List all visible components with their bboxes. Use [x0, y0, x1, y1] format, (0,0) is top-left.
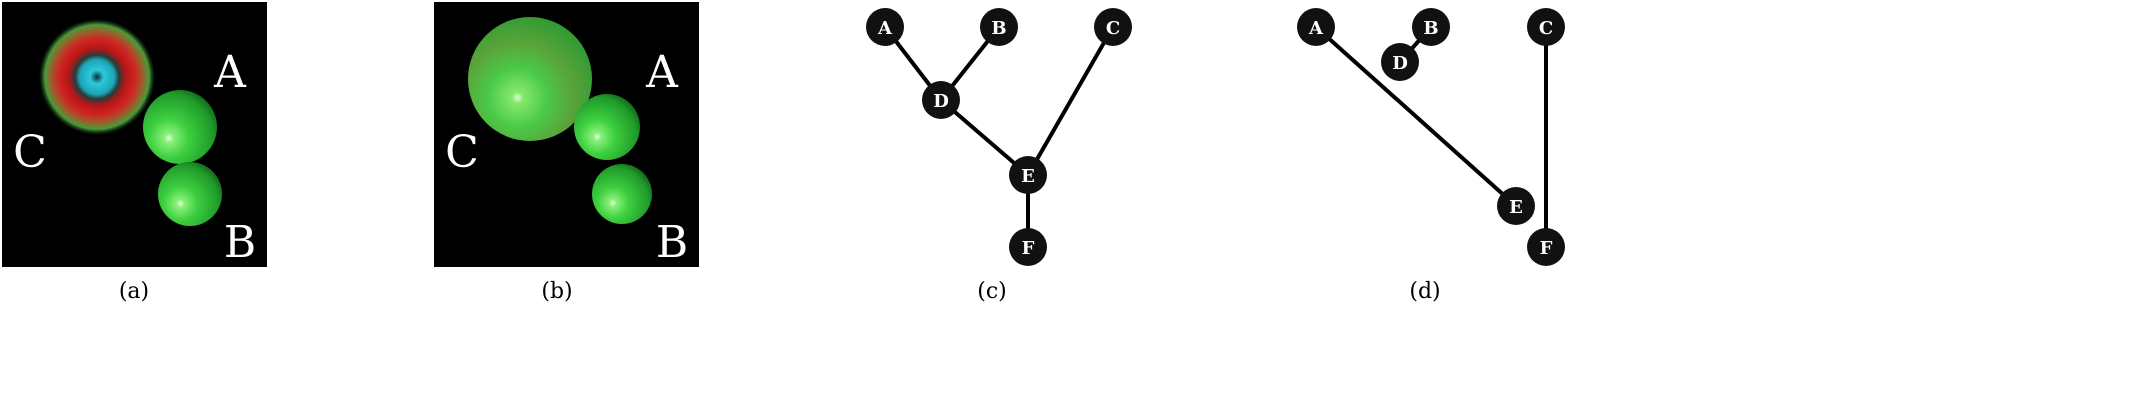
- edge-a-e: [1314, 25, 1518, 208]
- node-a-label: A: [1308, 18, 1324, 39]
- node-f-label: F: [1540, 238, 1553, 259]
- node-d-label: D: [933, 91, 949, 112]
- node-b: B: [980, 8, 1018, 46]
- node-e: E: [1497, 187, 1535, 225]
- big-sphere-c: [468, 17, 592, 141]
- node-b: B: [1412, 8, 1450, 46]
- node-b-label: B: [1423, 18, 1438, 39]
- node-f: F: [1527, 228, 1565, 266]
- node-d: D: [1381, 43, 1419, 81]
- node-a: A: [866, 8, 904, 46]
- node-d-label: D: [1392, 53, 1408, 74]
- node-d: D: [922, 81, 960, 119]
- sphere-a: [143, 90, 217, 164]
- label-b: B: [656, 217, 688, 268]
- edge-d-e: [939, 98, 1030, 177]
- edges: [883, 25, 1115, 247]
- panel-c: A B C D E F (c): [866, 8, 1132, 304]
- panel-b: A C B (b): [434, 2, 699, 304]
- node-c-label: C: [1106, 18, 1120, 39]
- sphere-b: [592, 164, 652, 224]
- node-f: F: [1009, 228, 1047, 266]
- glow-sphere-c: [39, 19, 155, 135]
- edge-c-e: [1026, 26, 1115, 176]
- panel-a: A C B (a): [2, 2, 267, 304]
- node-e: E: [1009, 156, 1047, 194]
- node-a-label: A: [877, 18, 893, 39]
- caption-c: (c): [977, 279, 1007, 304]
- label-c: C: [445, 127, 479, 178]
- sphere-b: [158, 162, 222, 226]
- node-c-label: C: [1539, 18, 1553, 39]
- node-c: C: [1527, 8, 1565, 46]
- caption-a: (a): [119, 279, 149, 304]
- caption-b: (b): [541, 279, 572, 304]
- node-b-label: B: [991, 18, 1006, 39]
- node-f-label: F: [1022, 238, 1035, 259]
- node-e-label: E: [1021, 166, 1035, 187]
- node-a: A: [1297, 8, 1335, 46]
- node-c: C: [1094, 8, 1132, 46]
- caption-d: (d): [1409, 279, 1440, 304]
- sphere-a: [574, 94, 640, 160]
- label-b: B: [224, 217, 256, 268]
- label-a: A: [213, 47, 247, 98]
- label-c: C: [13, 127, 47, 178]
- label-a: A: [645, 47, 679, 98]
- panel-d: A B C D E F (d): [1297, 8, 1565, 304]
- node-e-label: E: [1509, 197, 1523, 218]
